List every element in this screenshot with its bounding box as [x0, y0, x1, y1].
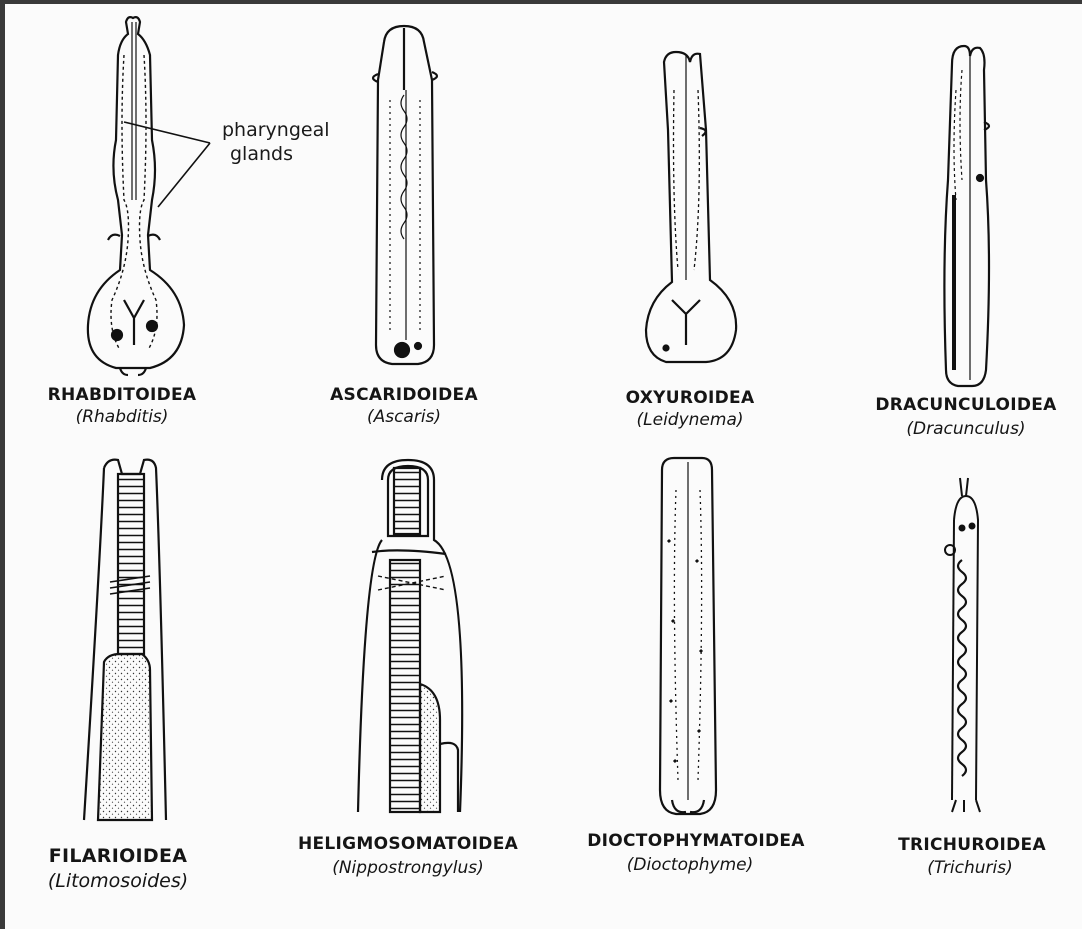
caption-oxyuroidea-genus: (Leidynema) — [637, 410, 744, 430]
caption-trichuroidea-name: TRICHUROIDEA — [898, 835, 1046, 855]
caption-dioctophymatoidea-genus: (Dioctophyme) — [627, 855, 754, 875]
pharyngeal-glands-label: pharyngeal glands — [222, 118, 330, 166]
pharyngeal-glands-leader-lines — [124, 122, 210, 207]
caption-trichuroidea-genus: (Trichuris) — [927, 858, 1013, 878]
annotation-line-2: glands — [222, 142, 330, 166]
caption-dracunculoidea-genus: (Dracunculus) — [906, 419, 1025, 439]
dioctophyme-pharynx-drawing — [660, 458, 716, 814]
caption-rhabditoidea-genus: (Rhabditis) — [76, 407, 169, 427]
caption-filarioidea-genus: (Litomosoides) — [48, 870, 188, 892]
caption-rhabditoidea-name: RHABDITOIDEA — [48, 385, 197, 405]
dracunculus-pharynx-drawing — [944, 46, 989, 386]
leidynema-pharynx-drawing — [646, 52, 736, 362]
caption-oxyuroidea-name: OXYUROIDEA — [626, 388, 755, 408]
litomosoides-pharynx-drawing — [84, 460, 166, 820]
caption-heligmosomatoidea-name: HELIGMOSOMATOIDEA — [298, 834, 518, 854]
nippostrongylus-pharynx-drawing — [358, 460, 462, 812]
caption-heligmosomatoidea-genus: (Nippostrongylus) — [332, 858, 484, 878]
caption-ascaridoidea-name: ASCARIDOIDEA — [330, 385, 478, 405]
trichuris-pharynx-drawing — [945, 478, 980, 812]
annotation-line-1: pharyngeal — [222, 118, 330, 142]
caption-filarioidea-name: FILARIOIDEA — [49, 845, 188, 867]
ascaris-pharynx-drawing — [373, 26, 437, 364]
caption-ascaridoidea-genus: (Ascaris) — [367, 407, 441, 427]
caption-dracunculoidea-name: DRACUNCULOIDEA — [875, 395, 1056, 415]
caption-dioctophymatoidea-name: DIOCTOPHYMATOIDEA — [587, 831, 805, 851]
rhabditis-pharynx-drawing — [88, 17, 184, 375]
